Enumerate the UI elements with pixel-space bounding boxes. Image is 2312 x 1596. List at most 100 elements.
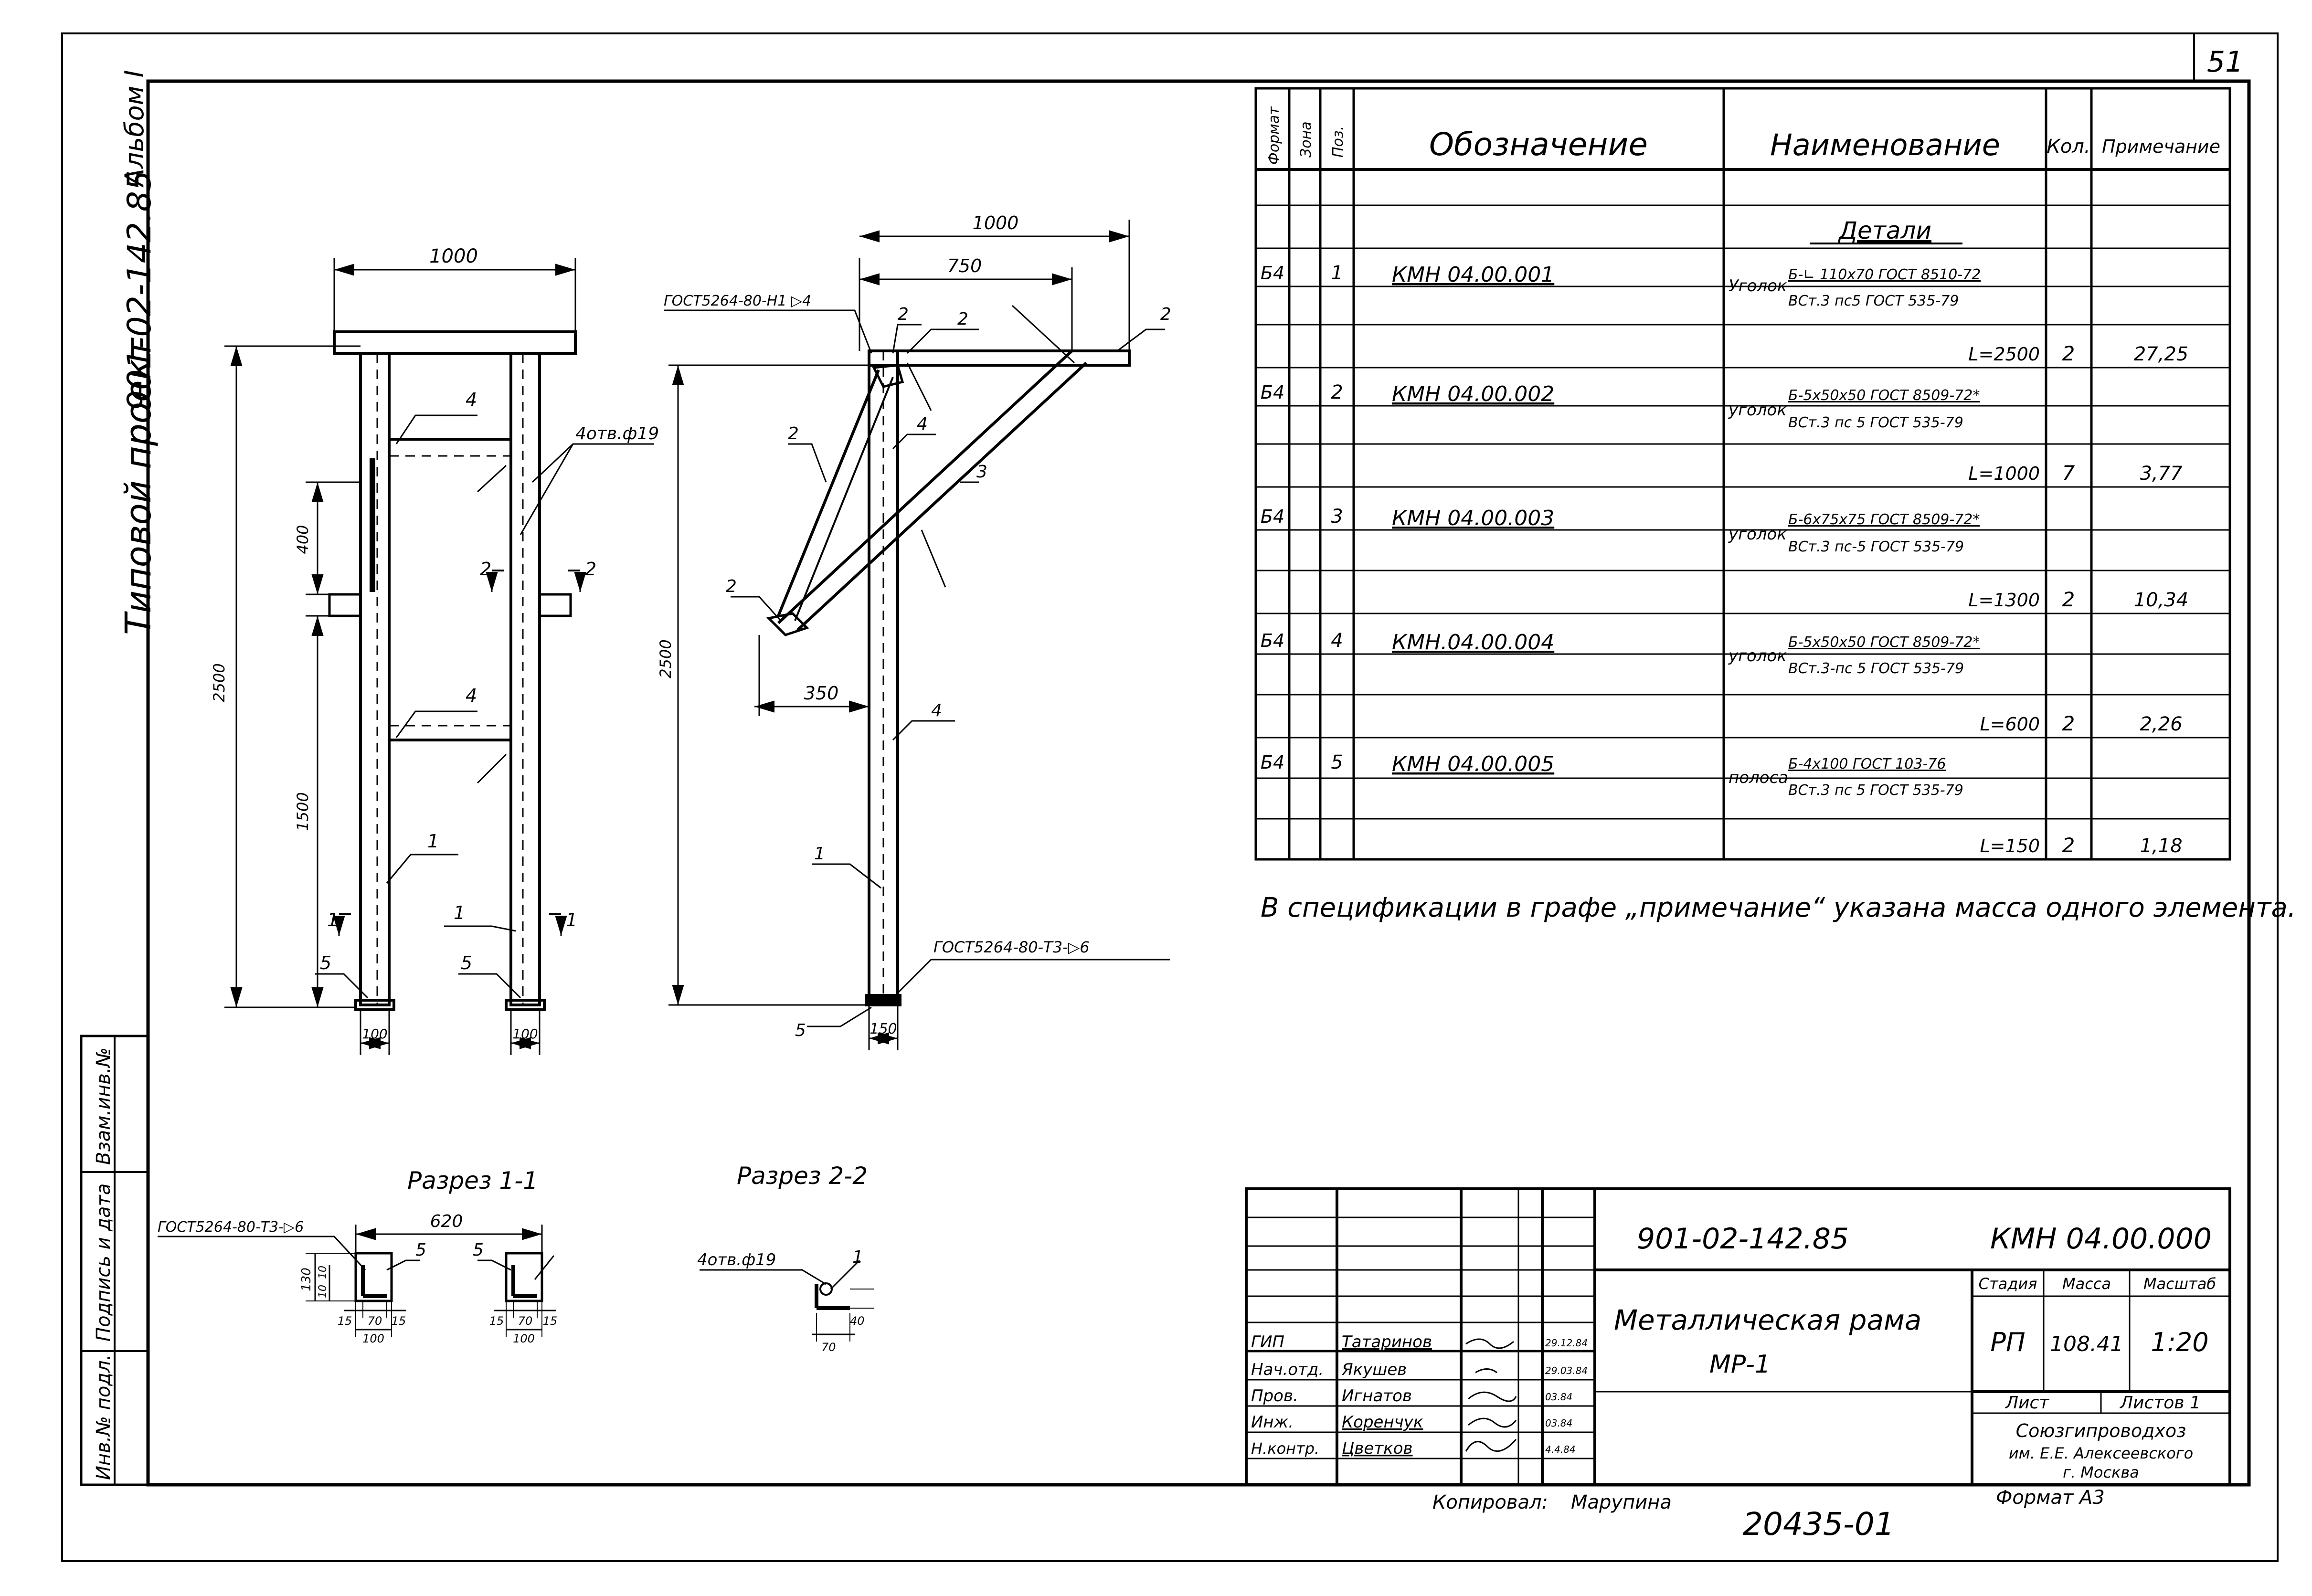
organization-line3: г. Москва xyxy=(2063,1463,2139,1481)
row-name-line1: Б-6х75х75 ГОСТ 8509-72* xyxy=(1788,511,1980,528)
mass-value: 108.41 xyxy=(2050,1332,2123,1356)
row-length: L=1000 xyxy=(1968,463,2040,484)
side-album: Альбом I xyxy=(119,70,149,188)
header-name: Наименование xyxy=(1770,127,2000,162)
row-designation: КМН 04.00.001 xyxy=(1392,263,1554,287)
row-qty: 2 xyxy=(2062,342,2075,365)
cut-mark: 1 xyxy=(327,909,339,930)
pos-label: 1 xyxy=(814,844,825,864)
signature-row: Инж. Коренчук 03.84 xyxy=(1251,1413,1572,1432)
sheet-label: Лист xyxy=(2004,1393,2049,1413)
sign-role: Инж. xyxy=(1251,1413,1294,1432)
row-format: Б4 xyxy=(1261,263,1284,284)
section-1-a: 15 xyxy=(338,1314,352,1328)
row-pos: 1 xyxy=(1331,262,1343,284)
front-top-width: 1000 xyxy=(429,245,478,267)
project-code: 901-02-142.85 xyxy=(1637,1222,1849,1256)
signature-row: Н.контр. Цветков 4.4.84 xyxy=(1251,1439,1576,1458)
sign-name: Игнатов xyxy=(1342,1386,1412,1406)
side-height: 2500 xyxy=(657,639,675,678)
cut-mark: 2 xyxy=(480,559,491,580)
row-name-prefix: уголок xyxy=(1728,525,1787,544)
signature-mark xyxy=(1468,1417,1517,1428)
front-holes: 4отв.ф19 xyxy=(575,424,659,444)
row-format: Б4 xyxy=(1261,630,1284,651)
copied-label: Копировал: xyxy=(1432,1491,1548,1513)
section-2-title: Разрез 2-2 xyxy=(737,1162,868,1190)
row-name-line1: Б-∟ 110х70 ГОСТ 8510-72 xyxy=(1788,266,1981,283)
section-1-1 xyxy=(158,1225,556,1337)
signature-row: Пров. Игнатов 03.84 xyxy=(1251,1386,1572,1406)
side-label-sign: Подпись и дата xyxy=(93,1184,115,1342)
section-1-h2: 10 xyxy=(317,1266,329,1279)
table-row: Б4 3 КМН 04.00.003 уголок Б-6х75х75 ГОСТ… xyxy=(1261,506,2188,611)
side-label-inv: Инв.№ подл. xyxy=(93,1354,115,1480)
pos-label: 5 xyxy=(320,952,331,973)
sign-name: Якушев xyxy=(1341,1360,1407,1379)
row-mass: 3,77 xyxy=(2140,463,2183,485)
row-designation: КМН 04.00.003 xyxy=(1392,506,1554,530)
pos-label: 5 xyxy=(461,952,472,973)
organization: Союзгипроводхоз xyxy=(2016,1420,2186,1441)
header-designation: Обозначение xyxy=(1429,126,1648,163)
sign-date: 03.84 xyxy=(1545,1417,1572,1429)
side-bottom-offset: 350 xyxy=(804,683,839,704)
section-1-title: Разрез 1-1 xyxy=(407,1167,538,1194)
section-2-2-labels: Разрез 2-2 4отв.ф19 40 70 1 xyxy=(697,1162,868,1354)
spec-table: Формат Зона Поз. Обозначение Наименовани… xyxy=(1254,87,2231,861)
row-name-line1: Б-4х100 ГОСТ 103-76 xyxy=(1788,756,1946,772)
spec-note: В спецификации в графе „примечание“ указ… xyxy=(1261,892,2296,923)
side-brace-offset: 750 xyxy=(947,255,982,276)
sign-role: ГИП xyxy=(1251,1332,1284,1352)
pos-label: 4 xyxy=(466,389,477,410)
drawing-subtitle: МР-1 xyxy=(1709,1350,1771,1379)
side-stamp: Типовой проект 901-02-142.85 Альбом I Ин… xyxy=(93,70,159,1480)
front-view-labels: 1000 2500 400 1500 100 100 4отв.ф19 4 4 … xyxy=(210,245,659,1042)
side-weld-label: ГОСТ5264-80-Т3-▷6 xyxy=(933,938,1090,956)
row-pos: 2 xyxy=(1331,381,1343,403)
pos-label: 1 xyxy=(852,1247,863,1267)
pos-label: 2 xyxy=(788,424,799,444)
front-view xyxy=(224,258,654,1055)
table-row: Б4 1 КМН 04.00.001 Уголок Б-∟ 110х70 ГОС… xyxy=(1261,262,2188,365)
row-qty: 2 xyxy=(2062,834,2075,857)
row-qty: 7 xyxy=(2062,461,2075,485)
section-1-a2: 15 xyxy=(489,1314,504,1328)
row-designation: КМН 04.00.002 xyxy=(1392,382,1554,406)
row-pos: 4 xyxy=(1331,630,1343,652)
section-1-1-labels: Разрез 1-1 ГОСТ5264-80-Т3-▷6 620 130 10 … xyxy=(158,1167,557,1345)
organization-line2: им. Е.Е. Алексеевского xyxy=(2009,1444,2193,1462)
section-1-gost: ГОСТ5264-80-Т3-▷6 xyxy=(158,1219,304,1236)
section-2-d1: 40 xyxy=(850,1314,865,1328)
sign-date: 29.03.84 xyxy=(1545,1365,1588,1376)
front-upper-dim: 400 xyxy=(294,525,312,554)
row-format: Б4 xyxy=(1261,382,1284,403)
section-1-w2: 100 xyxy=(513,1332,535,1345)
row-mass: 2,26 xyxy=(2140,713,2182,735)
row-qty: 2 xyxy=(2062,712,2075,735)
front-height: 2500 xyxy=(210,663,228,702)
format-label: Формат А3 xyxy=(1996,1487,2105,1509)
scale-header: Масштаб xyxy=(2143,1275,2216,1293)
cut-mark: 1 xyxy=(566,909,577,930)
row-mass: 27,25 xyxy=(2134,343,2189,365)
front-base-left: 100 xyxy=(362,1026,387,1042)
header-qty: Кол. xyxy=(2047,136,2090,158)
archive-number: 20435-01 xyxy=(1743,1506,1895,1543)
section-1-b2: 70 xyxy=(518,1314,533,1328)
front-lower-dim: 1500 xyxy=(294,792,312,831)
copied-by: Марупина xyxy=(1571,1491,1672,1513)
sign-name: Коренчук xyxy=(1342,1413,1423,1432)
pos-label: 4 xyxy=(466,685,477,706)
row-length: L=150 xyxy=(1980,835,2040,856)
side-view xyxy=(664,220,1170,1050)
pos-label: 3 xyxy=(976,462,987,482)
side-title: Типовой проект xyxy=(118,338,159,635)
signature-row: ГИП Татаринов 29.12.84 xyxy=(1251,1332,1588,1352)
pos-label: 2 xyxy=(898,305,909,324)
row-qty: 2 xyxy=(2062,588,2075,611)
section-1-c: 15 xyxy=(392,1314,406,1328)
signature-mark xyxy=(1465,1439,1517,1452)
mass-header: Масса xyxy=(2062,1275,2111,1293)
sign-date: 29.12.84 xyxy=(1545,1337,1588,1349)
